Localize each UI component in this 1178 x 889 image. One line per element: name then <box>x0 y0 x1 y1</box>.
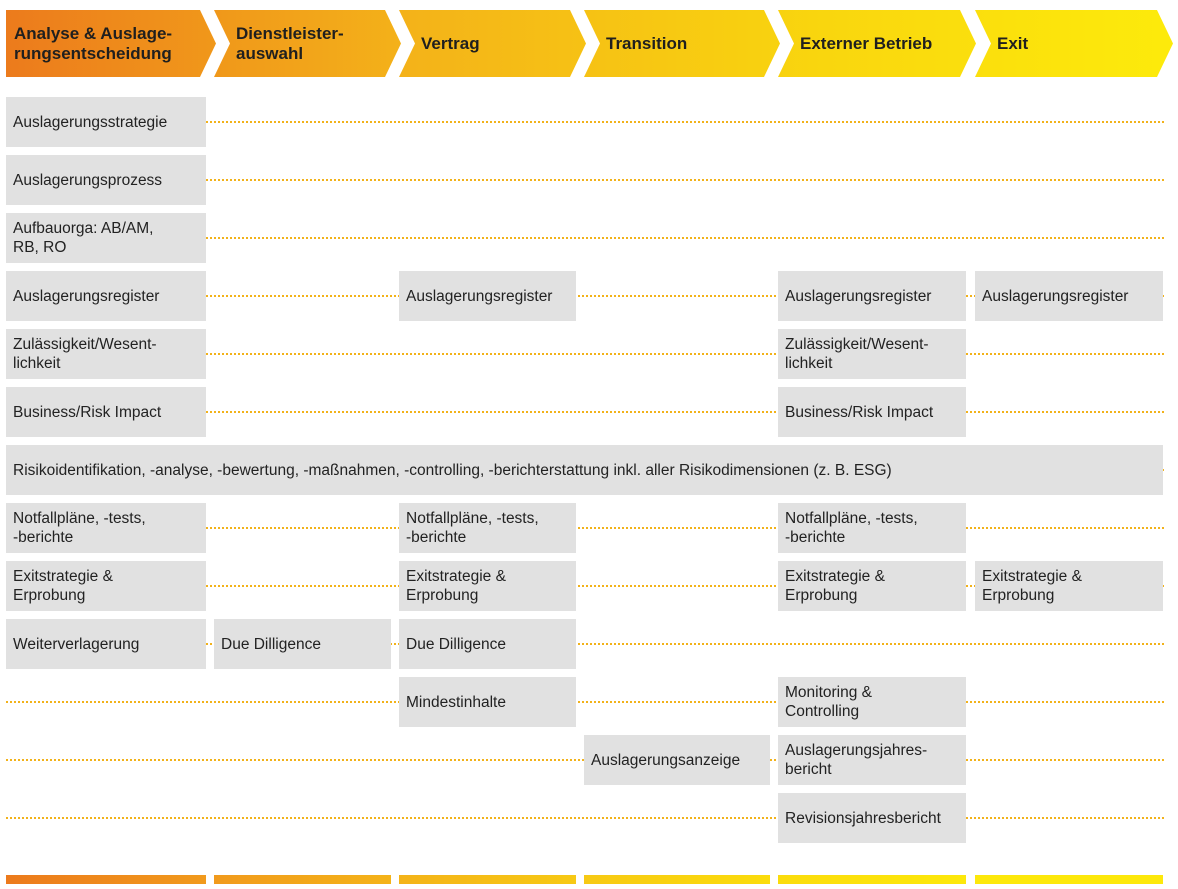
row-connector-register <box>6 295 1164 297</box>
activity-box-due-diligence-1: Due Dilligence <box>214 619 391 669</box>
footer-bar-4 <box>778 875 966 884</box>
activity-box-zulaessigkeit-4: Zulässigkeit/Wesent- lichkeit <box>778 329 966 379</box>
row-connector-due-diligence <box>6 643 1164 645</box>
phase-chevron-1 <box>214 10 401 77</box>
phase-chevron-4 <box>778 10 976 77</box>
row-connector-revision <box>6 817 1164 819</box>
activity-box-register-4: Auslagerungsregister <box>778 271 966 321</box>
activity-box-register-2: Auslagerungsregister <box>399 271 576 321</box>
activity-box-mindestinhalte-2: Mindestinhalte <box>399 677 576 727</box>
activity-box-strategie-0: Auslagerungsstrategie <box>6 97 206 147</box>
phase-label-1: Dienstleister- auswahl <box>236 23 344 63</box>
phase-chevron-5 <box>975 10 1173 77</box>
row-connector-notfall <box>6 527 1164 529</box>
phase-label-5: Exit <box>997 33 1029 53</box>
activity-box-impact-0: Business/Risk Impact <box>6 387 206 437</box>
activity-box-prozess-0: Auslagerungsprozess <box>6 155 206 205</box>
row-connector-exitstrategie <box>6 585 1164 587</box>
activity-box-exitstrategie-5: Exitstrategie & Erprobung <box>975 561 1163 611</box>
activity-box-due-diligence-2: Due Dilligence <box>399 619 576 669</box>
footer-bar-1 <box>214 875 391 884</box>
footer-bar-5 <box>975 875 1163 884</box>
activity-box-notfall-4: Notfallpläne, -tests, -berichte <box>778 503 966 553</box>
activity-box-due-diligence-0: Weiterverlagerung <box>6 619 206 669</box>
phase-label-2: Vertrag <box>421 33 480 53</box>
row-connector-mindestinhalte <box>6 701 1164 703</box>
phase-chevron-3 <box>584 10 780 77</box>
row-connector-impact <box>6 411 1164 413</box>
activity-box-impact-4: Business/Risk Impact <box>778 387 966 437</box>
phase-label-4: Externer Betrieb <box>800 33 933 53</box>
activity-box-exitstrategie-4: Exitstrategie & Erprobung <box>778 561 966 611</box>
activity-box-notfall-0: Notfallpläne, -tests, -berichte <box>6 503 206 553</box>
row-connector-aufbauorga <box>6 237 1164 239</box>
phase-chevron-2 <box>399 10 586 77</box>
phase-label-3: Transition <box>606 33 688 53</box>
row-connector-zulaessigkeit <box>6 353 1164 355</box>
activity-box-aufbauorga-0: Aufbauorga: AB/AM, RB, RO <box>6 213 206 263</box>
phase-chevron-0 <box>6 10 216 77</box>
footer-bar-3 <box>584 875 770 884</box>
activity-box-notfall-2: Notfallpläne, -tests, -berichte <box>399 503 576 553</box>
phase-label-0: Analyse & Auslage- rungsentscheidung <box>14 23 173 63</box>
activity-box-exitstrategie-2: Exitstrategie & Erprobung <box>399 561 576 611</box>
activity-box-risiko-0: Risikoidentifikation, -analyse, -bewertu… <box>6 445 1163 495</box>
footer-bar-2 <box>399 875 576 884</box>
phase-chevrons <box>6 10 1173 77</box>
activity-box-exitstrategie-0: Exitstrategie & Erprobung <box>6 561 206 611</box>
activity-box-revision-4: Revisionsjahresbericht <box>778 793 966 843</box>
activity-box-mindestinhalte-4: Monitoring & Controlling <box>778 677 966 727</box>
row-connector-prozess <box>6 179 1164 181</box>
activity-box-zulaessigkeit-0: Zulässigkeit/Wesent- lichkeit <box>6 329 206 379</box>
activity-box-anzeige-4: Auslagerungsjahres- bericht <box>778 735 966 785</box>
activity-box-register-5: Auslagerungsregister <box>975 271 1163 321</box>
activity-box-anzeige-3: Auslagerungsanzeige <box>584 735 770 785</box>
activity-box-register-0: Auslagerungsregister <box>6 271 206 321</box>
row-connector-strategie <box>6 121 1164 123</box>
footer-bar-0 <box>6 875 206 884</box>
